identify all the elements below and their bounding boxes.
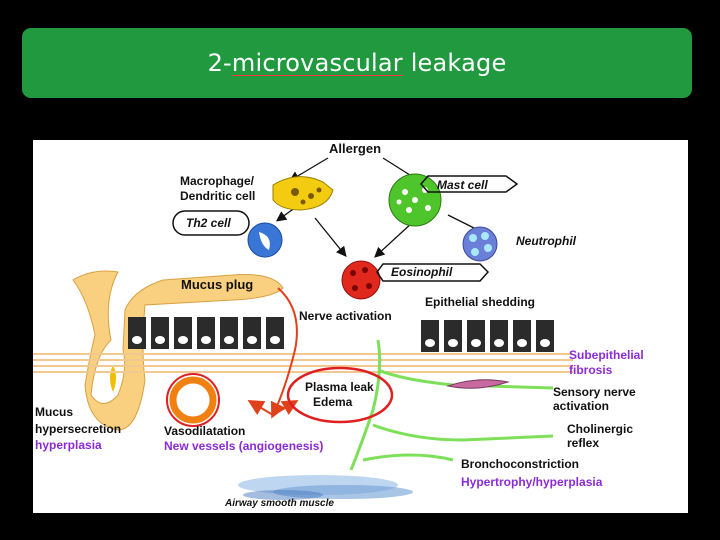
label-hypersecretion: hypersecretion [35,422,122,436]
epithelium [128,317,554,352]
label-sensory-nerve: Sensory nerve [553,385,636,399]
green-nerves [349,339,554,471]
label-mast-cell: Mast cell [437,178,488,192]
label-epithelial-shedding: Epithelial shedding [425,295,536,309]
smooth-muscle [238,475,413,500]
label-mucus: Mucus [35,405,74,419]
label-macrophage-line1: Macrophage/ [180,174,255,188]
label-nerve-activation: Nerve activation [299,309,392,323]
diagram-graphics [33,157,573,500]
label-reflex: reflex [567,436,600,450]
submucosa-layers [33,353,573,373]
neutrophil-cell [462,226,498,262]
label-hyperplasia: hyperplasia [35,438,102,452]
title-suffix: leakage [402,49,507,77]
label-vasodilatation: Vasodilatation [164,424,246,438]
red-vessel-line [270,287,298,419]
plasma-leak-circle [286,366,394,424]
asthma-pathophysiology-diagram: Allergen Macrophage/ Dendritic cell Mast… [33,140,688,513]
slide-title: 2-microvascular leakage [208,49,507,77]
label-fibrosis: fibrosis [569,363,613,377]
label-sensory-activation: activation [553,399,610,413]
mast-label-frame [420,175,519,193]
label-subepithelial: Subepithelial [569,348,644,362]
label-th2-cell: Th2 cell [186,216,231,230]
label-eosinophil: Eosinophil [391,265,453,279]
label-bronchoconstriction: Bronchoconstriction [461,457,580,471]
label-neutrophil: Neutrophil [516,234,576,248]
eosinophil-label-frame [376,263,490,282]
title-prefix: 2- [207,49,232,77]
blood-vessel-ring [169,376,217,424]
fibroblast [446,379,510,389]
label-airway-smooth-muscle: Airway smooth muscle [225,498,334,509]
label-allergen: Allergen [329,141,382,156]
label-hypertrophy: Hypertrophy/hyperplasia [461,475,603,489]
title-banner: 2-microvascular leakage [22,28,692,98]
label-cholinergic: Cholinergic [567,422,634,436]
label-new-vessels: New vessels (angiogenesis) [164,439,324,453]
mucus-gland [72,270,284,431]
label-edema: Edema [313,395,353,409]
title-word-microvascular: microvascular [231,49,403,77]
label-mucus-plug: Mucus plug [181,277,254,292]
macrophage-cell [272,176,334,211]
label-macrophage-line2: Dendritic cell [180,189,256,203]
eosinophil-cell [341,260,381,300]
label-plasma-leak: Plasma leak [305,380,374,394]
th2-label-frame [172,210,250,236]
